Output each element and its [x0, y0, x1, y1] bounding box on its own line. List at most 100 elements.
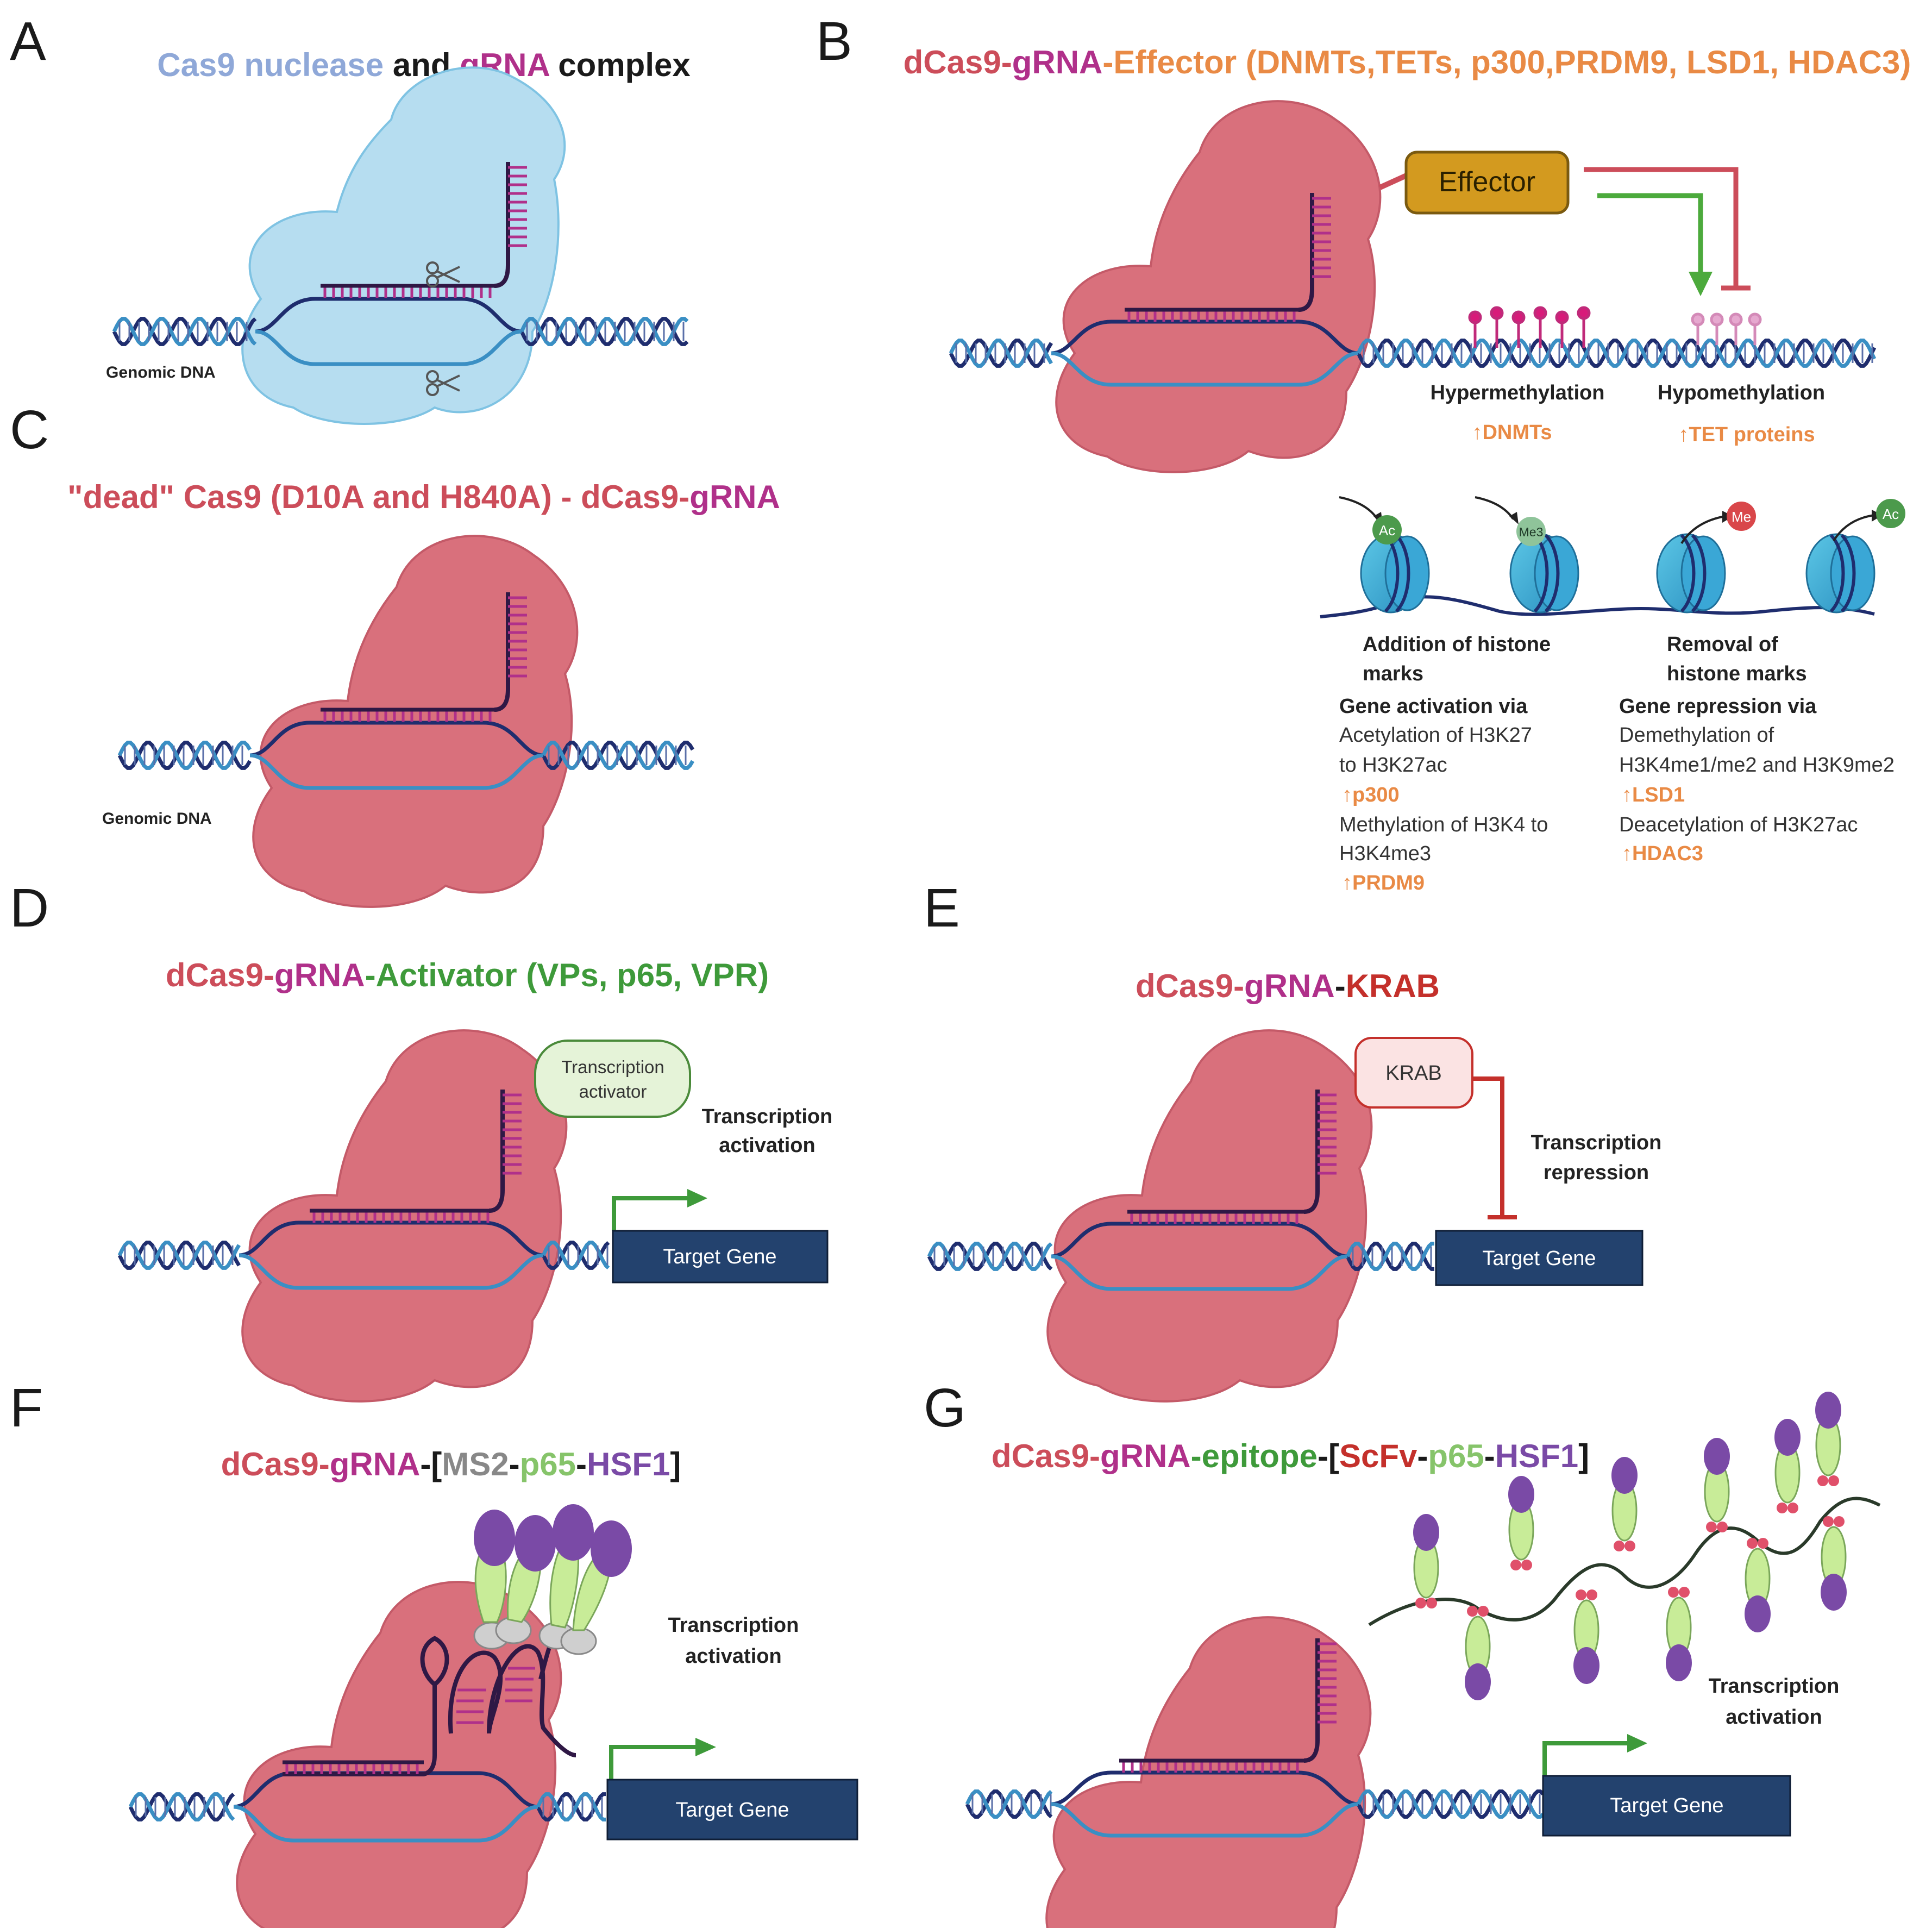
panel-c-title: "dead" Cas9 (D10A and H840A) - dCas9-gRN… [67, 479, 780, 515]
hsf1-domain [1508, 1476, 1534, 1513]
effect-line-1: Transcription [702, 1105, 833, 1128]
effect-line-2: activation [1726, 1706, 1822, 1729]
grna-stem [494, 162, 510, 288]
dna-strand [949, 339, 1053, 368]
mark-ac-badge [1876, 499, 1905, 528]
title-hsf1: HSF1 [587, 1446, 670, 1482]
hsf1-domain [1745, 1595, 1771, 1632]
scfv-dot [1787, 1503, 1798, 1513]
ms2-p65-hsf1-complex [538, 1504, 632, 1655]
hypermethylation-marks [1468, 306, 1591, 348]
wrapped-dna [1544, 534, 1560, 613]
panel-letter-g: G [924, 1378, 966, 1438]
removal-heading-line-2: histone marks [1667, 662, 1807, 685]
panel-e: E dCas9-gRNA-KRAB KRAB Transcription rep… [924, 878, 1661, 1403]
mark-arrow [1475, 496, 1514, 520]
title-dash: - [1001, 44, 1012, 80]
title-grna: gRNA [1100, 1438, 1191, 1474]
scfv-dot [1467, 1606, 1478, 1617]
scfv-dot [1624, 1541, 1635, 1551]
krab-box [1354, 1037, 1473, 1109]
title-bracket-close: ] [670, 1446, 681, 1482]
effect-line-2: activation [685, 1645, 781, 1668]
dna-open-strand [249, 721, 544, 758]
repression-line [1472, 1076, 1504, 1217]
scfv-p65-hsf1-complex [1413, 1514, 1439, 1608]
genomic-dna [117, 721, 695, 790]
hypermethylation-label: Hypermethylation [1431, 381, 1605, 404]
title-dash: - [264, 957, 274, 993]
panel-a-title: Cas9 nuclease and gRNA complex [157, 47, 690, 83]
addition-text-line-1: Acetylation of H3K27 [1339, 724, 1532, 747]
activation-arrowhead [1689, 272, 1713, 296]
hsf1-domain [1413, 1514, 1439, 1551]
effector-box [1404, 151, 1570, 215]
mark-me-label: Me [1732, 509, 1751, 525]
title-effector-list: -Effector (DNMTs,TETs, p300,PRDM9, LSD1,… [1102, 44, 1911, 80]
scfv-dot [1478, 1606, 1489, 1617]
scfv-p65-hsf1-complex [1821, 1516, 1847, 1611]
dna-strand [1356, 339, 1877, 368]
hsf1-domain [1573, 1647, 1599, 1684]
mark-me-badge [1727, 502, 1756, 531]
tss-arrowhead [695, 1738, 716, 1756]
dna-strand [949, 339, 1053, 368]
dna-strand [117, 741, 252, 770]
title-dash: - [365, 957, 376, 993]
title-dash: - [1335, 968, 1346, 1004]
scissors-icon [426, 370, 460, 396]
title-cas9-nuclease: Cas9 nuclease [157, 47, 384, 83]
wrapped-dna [1395, 534, 1410, 613]
genomic-dna-label: Genomic DNA [106, 364, 216, 381]
scfv-dot [1521, 1560, 1532, 1570]
nucleosome-icon [1805, 533, 1875, 614]
panel-e-title: dCas9-gRNA-KRAB [1136, 968, 1440, 1004]
dna-strand [927, 1242, 1053, 1271]
mark-ac-badge [1372, 515, 1402, 544]
nucleosome-icon [1360, 533, 1430, 614]
tss-arrowhead [687, 1189, 707, 1207]
panel-g: G dCas9-gRNA-epitope-[ScFv-p65-HSF1] Tra… [924, 1378, 1881, 1928]
dna-strand [927, 1242, 1053, 1271]
genomic-dna [949, 320, 1877, 387]
wrapped-dna [1840, 534, 1856, 613]
dcas9-body [1055, 100, 1382, 473]
scfv-dot [1747, 1538, 1758, 1549]
scfv-dot [1614, 1541, 1624, 1551]
title-dcas9: dCas9 [904, 44, 1001, 80]
panel-c: C "dead" Cas9 (D10A and H840A) - dCas9-g… [10, 399, 780, 908]
activation-arrow [1597, 193, 1703, 277]
mark-ac-label: Ac [1379, 522, 1395, 539]
target-gene-label: Target Gene [675, 1799, 789, 1821]
title-dcas9: dCas9 [992, 1438, 1089, 1474]
grna-strand [283, 1760, 424, 1774]
grna-stem [1298, 193, 1314, 312]
title-dash: - [1191, 1438, 1202, 1474]
krab-label: KRAB [1385, 1062, 1441, 1085]
nucleosome-icon [1509, 533, 1579, 614]
hdac3-label: ↑HDAC3 [1622, 842, 1703, 865]
panel-letter-b: B [816, 11, 852, 72]
hsf1-domain [1465, 1663, 1491, 1700]
cas9-protein-icon [241, 66, 566, 425]
hypomethylation-marks [1691, 312, 1762, 345]
activator-label-line-2: activator [579, 1081, 647, 1101]
scfv-dot [1817, 1475, 1828, 1486]
dna-open-strand [249, 753, 544, 790]
scfv-dot [1426, 1598, 1437, 1608]
dna-strand [128, 1792, 235, 1821]
dna-open-strand [1051, 320, 1359, 355]
target-gene-box [606, 1779, 858, 1841]
grna-strand [310, 1090, 522, 1223]
activator-label-line-1: Transcription [561, 1057, 664, 1077]
wrapped-dna [1829, 534, 1845, 613]
hsf1-domain [1666, 1644, 1692, 1681]
title-complex: complex [549, 47, 691, 83]
scfv-p65-hsf1-complex [1704, 1438, 1730, 1532]
grna-strand [1125, 193, 1331, 322]
genomic-dna [965, 1770, 1545, 1838]
dna-strand [117, 741, 252, 770]
hsf1-domain [1821, 1574, 1847, 1611]
prdm9-label: ↑PRDM9 [1342, 872, 1425, 894]
title-dead-cas9: "dead" Cas9 (D10A and H840A) - dCas9- [67, 479, 689, 515]
